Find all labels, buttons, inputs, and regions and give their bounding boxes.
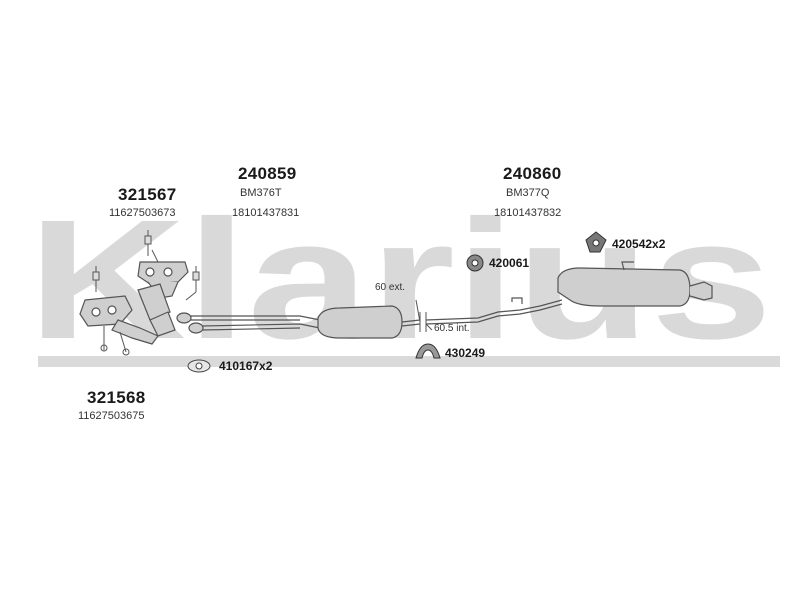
rubber-ring-icon (466, 254, 484, 272)
stud-nut (100, 344, 108, 352)
part-number-240860: 240860 (503, 164, 562, 183)
int-leader (425, 323, 433, 331)
pipe-hanger (511, 297, 523, 304)
accessory-420542: 420542x2 (612, 237, 666, 251)
stud-nut (144, 235, 152, 245)
catalytic-converter-upper (137, 283, 171, 321)
code-240860: BM377Q (506, 187, 550, 199)
stud-nut (92, 271, 100, 281)
bolt-hole (145, 267, 155, 277)
rubber-mount-icon (585, 231, 607, 253)
watermark-underline (38, 356, 780, 367)
gasket-icon (187, 359, 211, 373)
middle-silencer (317, 305, 403, 339)
part-number-240859: 240859 (238, 164, 297, 183)
pipe-outlet (401, 319, 421, 323)
bolt-hole (107, 305, 117, 315)
manifold-outlet (149, 311, 176, 337)
stud-nut (192, 271, 200, 281)
oem-number-321568: 11627503675 (78, 410, 145, 422)
part-number-321567: 321567 (118, 185, 177, 204)
pipe-outlet (401, 323, 421, 327)
pipe-flange (176, 312, 192, 324)
oem-number-240859: 18101437831 (232, 207, 300, 219)
ext-leader (415, 299, 421, 323)
rear-pipe-240860 (425, 261, 713, 325)
stud-nut (122, 348, 130, 356)
lower-manifold-runner (111, 319, 159, 345)
pipe-lower-inner (201, 327, 301, 331)
pipe-flange (188, 322, 204, 334)
bolt-hole (163, 267, 173, 277)
stud-leader (185, 291, 197, 301)
rear-pipe-upper (425, 299, 563, 321)
note-int: 60.5 int. (434, 323, 470, 334)
manifold-assembly (79, 230, 200, 356)
clamp-icon (415, 343, 441, 359)
joint-markers (415, 299, 433, 332)
accessory-410167: 410167x2 (219, 359, 273, 373)
pipe-lower (201, 323, 321, 329)
code-240859: BM376T (240, 187, 282, 199)
silencer-hanger (621, 261, 634, 271)
part-number-321568: 321568 (87, 388, 146, 407)
rear-silencer (557, 267, 691, 307)
pipe-upper (190, 315, 321, 321)
accessory-420061: 420061 (489, 256, 530, 270)
front-pipe-240859 (176, 305, 421, 339)
oem-number-240860: 18101437832 (494, 207, 562, 219)
bolt-hole (91, 307, 101, 317)
tail-pipe (689, 281, 713, 301)
stud-leader (151, 249, 159, 263)
note-ext: 60 ext. (375, 282, 406, 293)
rear-pipe-lower (425, 303, 563, 325)
accessory-430249: 430249 (445, 346, 486, 360)
oem-number-321567: 11627503673 (109, 207, 176, 219)
